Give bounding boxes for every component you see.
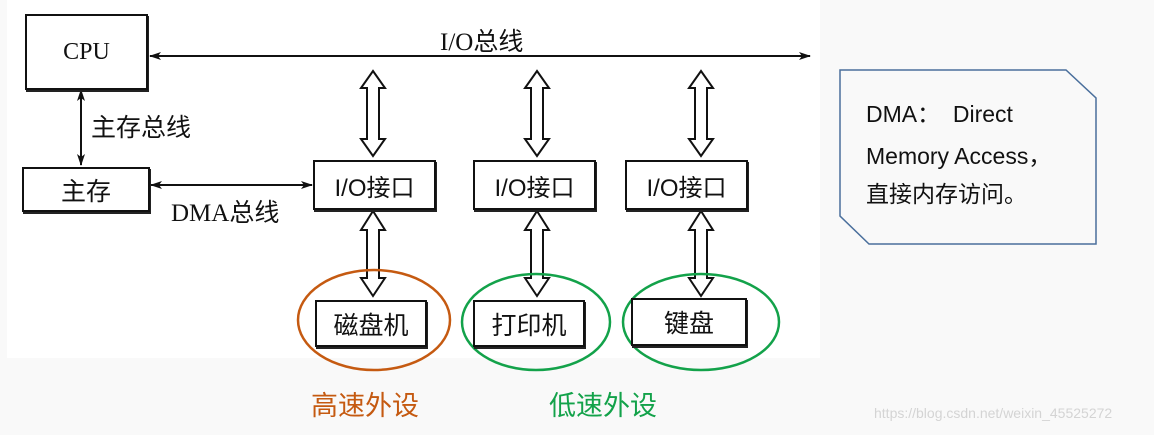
io-interface-box-3: I/O接口 [625, 160, 748, 210]
interface-device-arrow-3 [687, 209, 715, 298]
dma-bus-label: DMA总线 [171, 200, 280, 227]
device-label: 键盘 [663, 311, 714, 338]
io-interface-box-1: I/O接口 [313, 160, 436, 210]
low-speed-ellipse-2 [621, 272, 781, 372]
note-line-1: DMA： Direct [866, 101, 1013, 127]
interface-device-arrow-1 [359, 209, 387, 298]
main-memory-box: 主存 [22, 167, 150, 212]
device-label: 磁盘机 [333, 312, 409, 340]
high-speed-label: 高速外设 [311, 391, 419, 422]
io-interface-label: I/O接口 [646, 174, 727, 202]
low-speed-label: 低速外设 [549, 391, 657, 422]
io-interface-label: I/O接口 [334, 174, 415, 202]
interface-device-arrow-2 [523, 209, 551, 298]
bus-interface-arrow-3 [687, 69, 715, 158]
io-bus-label: I/O总线 [440, 29, 524, 56]
io-interface-box-2: I/O接口 [473, 160, 596, 210]
main-memory-label: 主存 [60, 178, 111, 206]
device-box-printer: 打印机 [473, 300, 585, 347]
dma-note: DMA： Direct Memory Access， 直接内存访问。 [866, 92, 1051, 216]
bus-interface-arrow-1 [359, 69, 387, 158]
note-line-3: 直接内存访问。 [866, 181, 1027, 207]
note-line-2: Memory Access， [866, 143, 1052, 169]
watermark: https://blog.csdn.net/weixin_45525272 [874, 405, 1113, 421]
memory-bus-label: 主存总线 [91, 115, 192, 142]
high-speed-ellipse [296, 268, 452, 372]
cpu-box: CPU [25, 14, 148, 90]
low-speed-ellipse-1 [460, 272, 612, 372]
device-label: 打印机 [491, 312, 567, 340]
io-interface-label: I/O接口 [494, 174, 575, 202]
cpu-label: CPU [63, 38, 110, 65]
device-box-disk: 磁盘机 [315, 300, 427, 347]
device-box-keyboard: 键盘 [631, 298, 747, 346]
note-callout [839, 69, 1097, 245]
bus-interface-arrow-2 [523, 69, 551, 158]
